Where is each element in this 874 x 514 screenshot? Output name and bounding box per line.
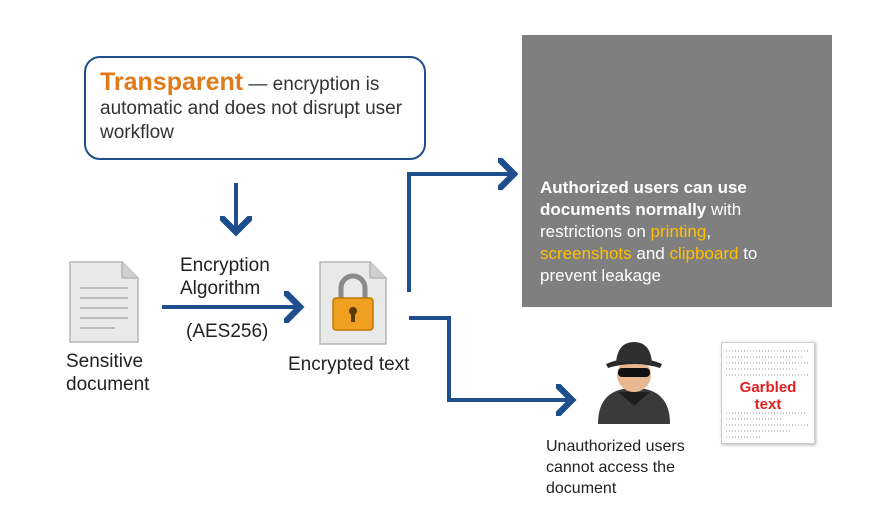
- authorized-panel: [522, 35, 832, 307]
- authorized-text-3: ,: [706, 222, 712, 241]
- transparent-keyword: Transparent: [100, 68, 244, 96]
- garbled-line2: text: [754, 396, 782, 413]
- algorithm-label-line1: Encryption: [180, 255, 270, 276]
- authorized-bold-1: Authorized users can use: [540, 178, 747, 197]
- authorized-text-4: and: [631, 244, 670, 263]
- encrypted-text-label: Encrypted text: [288, 354, 410, 375]
- authorized-arrow: [407, 174, 514, 292]
- authorized-text-5: to: [738, 244, 758, 263]
- authorized-text-1: with: [706, 200, 742, 219]
- garbled-line1: Garbled: [739, 379, 797, 396]
- garbled-noise: [726, 350, 810, 438]
- cipher-label: (AES256): [186, 321, 269, 342]
- unauthorized-arrow: [409, 316, 572, 400]
- authorized-text-6: prevent leakage: [540, 266, 661, 285]
- algorithm-label: Encryption Algorithm: [180, 254, 270, 300]
- highlight-screenshots: screenshots: [540, 244, 632, 263]
- transparent-description: — encryption is automatic and does not d…: [100, 74, 403, 143]
- transparent-callout: Transparent — encryption is automatic an…: [84, 56, 426, 160]
- sensitive-label-line2: document: [66, 374, 150, 395]
- unauthorized-line2: cannot access the: [546, 459, 675, 476]
- garbled-document: Garbled text: [721, 342, 815, 444]
- highlight-clipboard: clipboard: [669, 244, 739, 263]
- garbled-text-label: Garbled text: [728, 379, 808, 413]
- authorized-description: Authorized users can use documents norma…: [540, 177, 830, 287]
- sensitive-label-line1: Sensitive: [66, 351, 144, 372]
- spy-icon: [598, 342, 670, 424]
- unauthorized-line1: Unauthorized users: [546, 438, 685, 455]
- sensitive-document-label: Sensitive document: [66, 350, 149, 396]
- unauthorized-label: Unauthorized users cannot access the doc…: [546, 436, 685, 499]
- lock-document-icon: [319, 261, 387, 345]
- unauthorized-line3: document: [546, 480, 617, 497]
- document-icon: [69, 261, 139, 343]
- authorized-bold-2: documents normally: [540, 200, 707, 219]
- authorized-text-2: restrictions on: [540, 222, 651, 241]
- highlight-printing: printing: [650, 222, 707, 241]
- algorithm-label-line2: Algorithm: [180, 278, 261, 299]
